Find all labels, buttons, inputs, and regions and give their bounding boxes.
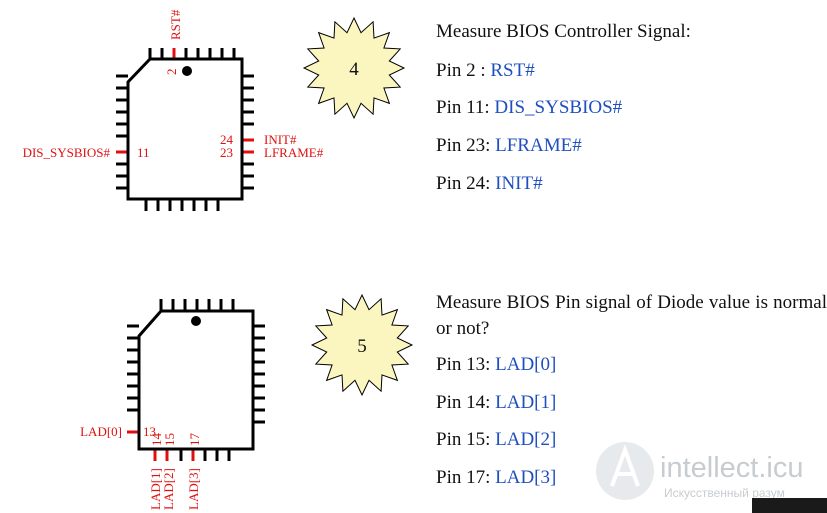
chip-bottom-pins-top	[159, 299, 235, 311]
chip-bottom-pins-bottom	[179, 449, 231, 461]
step-5-line-4: Pin 17: LAD[3]	[436, 467, 556, 489]
label-lframe-name: LFRAME#	[264, 145, 324, 160]
chip-bottom-body	[137, 309, 255, 451]
step-4-line-4: Pin 24: INIT#	[436, 173, 543, 195]
corner-logo-bar	[752, 498, 827, 513]
chip-bottom: LAD[0] 13 14 15 17 LAD[1] LAD[2] LAD[3]	[80, 299, 265, 510]
chip-top-pins-right	[242, 74, 254, 190]
step-4-title: Measure BIOS Controller Signal:	[436, 21, 691, 42]
step-4-pin-4-signal: INIT#	[495, 173, 543, 194]
chip-bottom-pin1-dot	[191, 316, 201, 326]
label-dis-num: 11	[137, 145, 150, 160]
step-5-pin-4-label: Pin 17:	[436, 467, 496, 488]
label-init-num: 24	[220, 132, 234, 147]
label-rst-num: 2	[164, 69, 179, 76]
chip-top-pins-left	[116, 74, 128, 190]
step-4-pin-1-signal: RST#	[490, 60, 535, 81]
chip-top: RST# 2 DIS_SYSBIOS# 11 24 INIT# 23 LFRAM…	[23, 9, 324, 211]
step-5-pin-1-signal: LAD[0]	[495, 354, 557, 375]
label-dis-name: DIS_SYSBIOS#	[23, 145, 111, 160]
step-4-pin-2-label: Pin 11:	[436, 97, 495, 118]
step-4-pin-1-label: Pin 2 :	[436, 60, 491, 81]
label-lad3-num: 17	[187, 433, 202, 447]
chip-bottom-pins-right	[253, 324, 265, 424]
chip-top-pins-bottom	[144, 199, 220, 211]
watermark: intellect.icu Искусственный разум	[596, 442, 803, 500]
step-4-number: 4	[349, 59, 359, 80]
step-5-number: 5	[357, 336, 367, 357]
step-5-title: Measure BIOS Pin signal of Diode value i…	[436, 292, 827, 339]
starburst-step-5: 5	[310, 293, 414, 397]
label-lad3-name: LAD[3]	[186, 468, 201, 510]
step-5-pin-2-signal: LAD[1]	[495, 392, 557, 413]
chip-bottom-pins-left	[127, 324, 139, 412]
step-5-line-2: Pin 14: LAD[1]	[436, 392, 556, 414]
step-4-line-3: Pin 23: LFRAME#	[436, 135, 582, 157]
watermark-brand: intellect.icu	[660, 452, 803, 484]
starburst-5-shape	[310, 293, 414, 397]
label-init-name: INIT#	[264, 132, 297, 147]
step-5-pin-1-label: Pin 13:	[436, 354, 496, 375]
step-5-pin-3-signal: LAD[2]	[495, 429, 557, 450]
step-4-line-2: Pin 11: DIS_SYSBIOS#	[436, 97, 622, 119]
label-lad2-num: 15	[162, 433, 177, 446]
step-5-pin-3-label: Pin 15:	[436, 429, 496, 450]
label-rst-name: RST#	[168, 9, 183, 40]
step-4-pin-3-signal: LFRAME#	[495, 135, 582, 156]
starburst-step-4: 4	[302, 16, 406, 120]
watermark-logo-icon	[610, 444, 640, 487]
label-lad1-num: 14	[149, 433, 164, 447]
step-4-pin-3-label: Pin 23:	[436, 135, 496, 156]
step-4-pin-4-label: Pin 24:	[436, 173, 496, 194]
step-4-line-1: Pin 2 : RST#	[436, 60, 535, 82]
starburst-4-shape	[302, 16, 406, 120]
step-4-pin-2-signal: DIS_SYSBIOS#	[494, 97, 623, 118]
step-5-line-3: Pin 15: LAD[2]	[436, 429, 556, 451]
label-lad0-num: 13	[143, 424, 156, 439]
step-5-pin-4-signal: LAD[3]	[495, 467, 557, 488]
step-5-line-1: Pin 13: LAD[0]	[436, 354, 556, 376]
watermark-logo-circle	[596, 442, 654, 500]
watermark-tagline: Искусственный разум	[664, 486, 785, 500]
label-lframe-num: 23	[220, 145, 233, 160]
step-5-pin-2-label: Pin 14:	[436, 392, 496, 413]
chip-top-pin1-dot	[182, 66, 192, 76]
label-lad0-name: LAD[0]	[80, 424, 122, 439]
chip-top-pins-top	[148, 48, 236, 59]
label-lad2-name: LAD[2]	[161, 468, 176, 510]
chip-top-body	[126, 57, 244, 201]
label-lad1-name: LAD[1]	[148, 468, 163, 510]
